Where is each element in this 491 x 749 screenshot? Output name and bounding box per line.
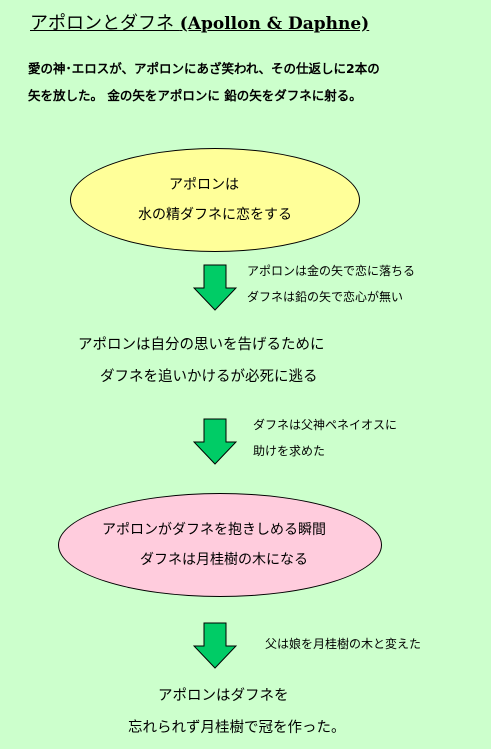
ellipse2-line-1: アポロンがダフネを抱きしめる瞬間 [102,522,326,538]
ellipse1-line-1: アポロンは [169,177,239,193]
note-daphne-asks-father: ダフネは父神ペネイオスに 助けを求めた [253,412,397,464]
page-title: アポロンとダフネ (Apollon & Daphne) [30,12,369,36]
note1-line-2: ダフネは鉛の矢で恋心が無い [247,290,404,304]
note1-line-1: アポロンは金の矢で恋に落ちる [247,264,416,278]
final-line-2: 忘れられず月桂樹で冠を作った。 [128,720,346,736]
final-line-1: アポロンはダフネを [158,688,289,704]
title-english: (Apollon & Daphne) [179,14,370,34]
step-laurel-crown: アポロンはダフネを 忘れられず月桂樹で冠を作った。 [128,680,346,744]
intro-text: 愛の神･エロスが、アポロンにあざ笑われ、その仕返しに2本の 矢を放した。 金の矢… [28,55,468,109]
ellipse2-line-2: ダフネは月桂樹の木になる [140,552,308,568]
ellipse-daphne-becomes-laurel: アポロンがダフネを抱きしめる瞬間 ダフネは月桂樹の木になる [58,493,382,597]
note-golden-lead-arrows: アポロンは金の矢で恋に落ちる ダフネは鉛の矢で恋心が無い [247,258,415,310]
down-arrow-icon [193,264,237,311]
note2-line-1: ダフネは父神ペネイオスに [253,418,398,432]
ellipse1-line-2: 水の精ダフネに恋をする [138,207,292,223]
step2-line-1: アポロンは自分の思いを告げるために [78,337,325,353]
ellipse-apollo-falls-in-love: アポロンは 水の精ダフネに恋をする [70,148,360,252]
title-japanese: アポロンとダフネ [30,13,174,34]
note3-line-1: 父は娘を月桂樹の木と変えた [265,637,422,651]
note2-line-2: 助けを求めた [253,444,326,458]
step2-line-2: ダフネを追いかけるが必死に逃る [100,369,318,385]
down-arrow-icon [193,418,237,465]
down-arrow-icon [193,622,237,669]
step-apollo-chases-daphne: アポロンは自分の思いを告げるために ダフネを追いかけるが必死に逃る [78,329,325,393]
note-father-transforms-daughter: 父は娘を月桂樹の木と変えた [265,631,421,657]
intro-line-2: 矢を放した。 金の矢をアポロンに 鉛の矢をダフネに射る。 [28,88,362,103]
intro-line-1: 愛の神･エロスが、アポロンにあざ笑われ、その仕返しに2本の [28,61,380,76]
